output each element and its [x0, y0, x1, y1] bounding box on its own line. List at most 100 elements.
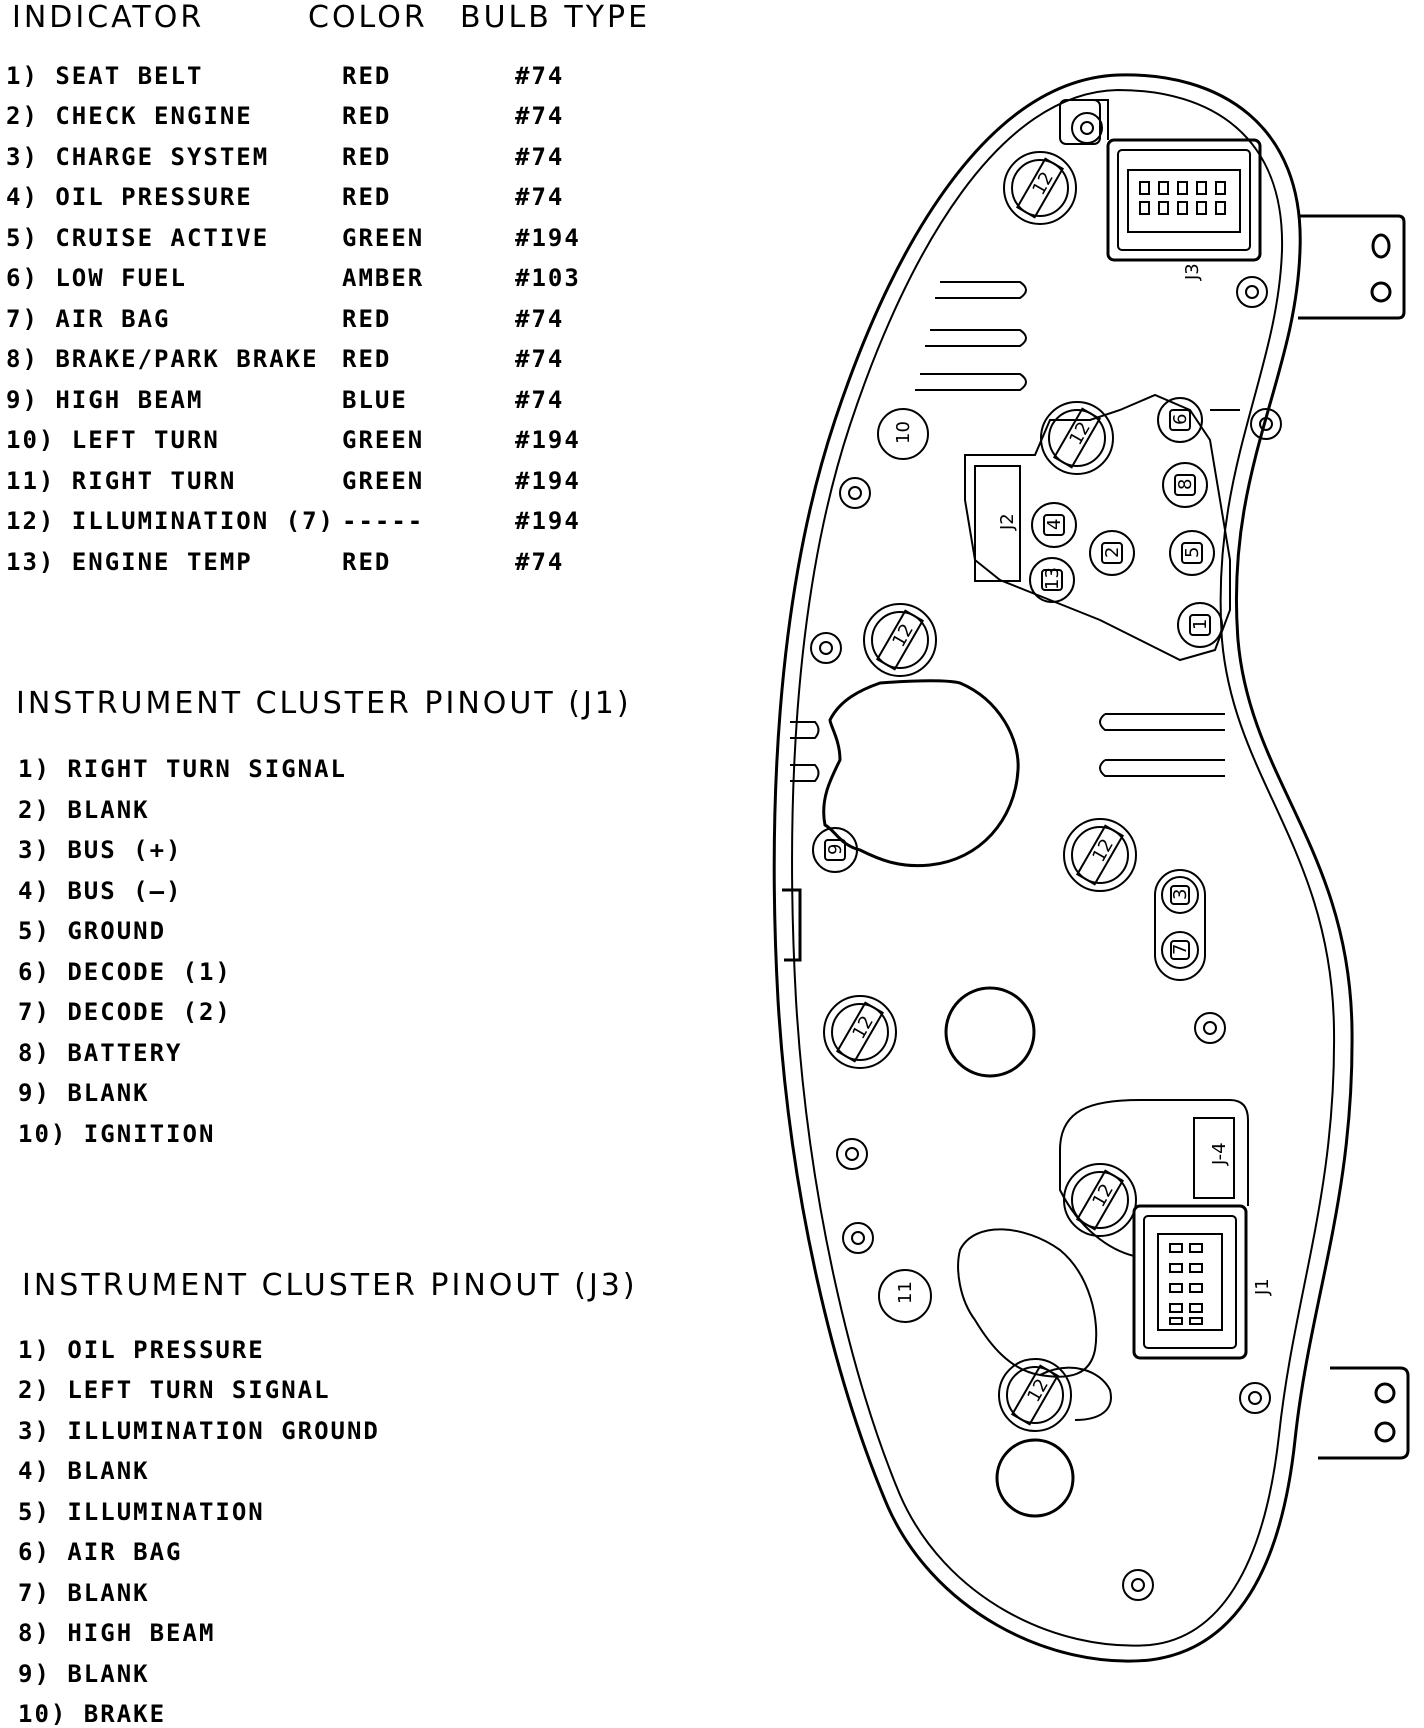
indicator-cell: 8) BRAKE/PARK BRAKE	[6, 345, 319, 373]
connector-j4	[1193, 1117, 1235, 1199]
list-item: 8) BATTERY	[18, 1039, 183, 1067]
list-item: 9) BLANK	[18, 1660, 150, 1688]
bulb-cell: #74	[515, 305, 565, 333]
socket-number: 8	[1175, 479, 1196, 490]
bulb-socket-icon	[823, 995, 897, 1069]
label-j3: J3	[1182, 263, 1203, 281]
list-item: 7) BLANK	[18, 1579, 150, 1607]
numbered-sockets	[812, 397, 1223, 1323]
connector-j1	[1132, 1204, 1248, 1360]
socket-number: 5	[1182, 547, 1203, 558]
tab-hole-icon	[1374, 1421, 1396, 1443]
socket-3-7	[1154, 869, 1206, 981]
indicator-cell: 5) CRUISE ACTIVE	[6, 224, 270, 252]
list-item: 4) BUS (—)	[18, 877, 183, 905]
socket-number: 7	[1170, 944, 1191, 955]
screw-holes	[810, 112, 1282, 1601]
board-inner-outline	[791, 88, 1336, 1647]
socket-number: 4	[1044, 519, 1065, 530]
socket-8	[1162, 462, 1208, 508]
socket-1	[1177, 602, 1223, 648]
list-item: 10) IGNITION	[18, 1120, 216, 1148]
bulb-label: 12	[848, 1012, 878, 1042]
bulb-cell: #194	[515, 467, 581, 495]
connector-j2	[974, 465, 1021, 582]
color-cell: BLUE	[342, 386, 408, 414]
bulb-label: 12	[888, 620, 918, 650]
color-cell: GREEN	[342, 224, 425, 252]
socket-10	[877, 408, 929, 460]
indicator-cell: 3) CHARGE SYSTEM	[6, 143, 270, 171]
screw-hole-icon	[839, 477, 871, 509]
socket-11	[878, 1269, 932, 1323]
socket-number: 2	[1102, 547, 1123, 558]
list-item: 5) ILLUMINATION	[18, 1498, 265, 1526]
bulb-label: 12	[1088, 1180, 1118, 1210]
bulb-label: 12	[1028, 168, 1058, 198]
list-item: 6) DECODE (1)	[18, 958, 232, 986]
label-j2: J2	[997, 513, 1018, 531]
connector-j3	[1106, 138, 1262, 262]
list-item: 1) OIL PRESSURE	[18, 1336, 265, 1364]
tab-hole-icon	[1370, 281, 1392, 303]
label-j4: J-4	[1209, 1142, 1230, 1166]
side-notch	[782, 888, 802, 962]
socket-number: 13	[1042, 567, 1063, 590]
indicator-cell: 10) LEFT TURN	[6, 426, 220, 454]
label-j1: J1	[1252, 1278, 1273, 1296]
mount-tab-bottom	[1318, 1366, 1410, 1460]
color-cell: GREEN	[342, 426, 425, 454]
pinout-j1-title: INSTRUMENT CLUSTER PINOUT (J1)	[16, 686, 632, 721]
j2-region	[964, 393, 1231, 662]
socket-13	[1029, 557, 1075, 603]
bulb-socket-icon	[863, 603, 937, 677]
list-item: 8) HIGH BEAM	[18, 1619, 216, 1647]
indicator-cell: 13) ENGINE TEMP	[6, 548, 253, 576]
bulb-cell: #74	[515, 183, 565, 211]
bulb-cell: #74	[515, 102, 565, 130]
tab-hole-icon	[1374, 1382, 1396, 1404]
bulb-label: 12	[1088, 835, 1118, 865]
list-item: 6) AIR BAG	[18, 1538, 183, 1566]
color-cell: RED	[342, 548, 392, 576]
list-item: 1) RIGHT TURN SIGNAL	[18, 755, 347, 783]
socket-number: 3	[1170, 889, 1191, 900]
list-item: 2) LEFT TURN SIGNAL	[18, 1376, 331, 1404]
mount-tab-top	[1298, 214, 1406, 320]
color-cell: RED	[342, 62, 392, 90]
indicator-cell: 2) CHECK ENGINE	[6, 102, 253, 130]
list-item: 3) BUS (+)	[18, 836, 183, 864]
screw-hole-icon	[836, 1138, 868, 1170]
screw-hole-icon	[1194, 1012, 1226, 1044]
screw-hole-icon	[810, 632, 842, 664]
color-cell: RED	[342, 305, 392, 333]
screw-hole-icon	[1071, 112, 1103, 144]
list-item: 4) BLANK	[18, 1457, 150, 1485]
bulb-cell: #194	[515, 426, 581, 454]
bulb-cell: #74	[515, 345, 565, 373]
bulb-socket-icon	[1063, 818, 1137, 892]
screw-hole-icon	[842, 1222, 874, 1254]
indicator-cell: 12) ILLUMINATION (7)	[6, 507, 335, 535]
bulb-label: 12	[1023, 1375, 1053, 1405]
bulb-socket-icon	[998, 1358, 1072, 1432]
header-bulb-type: BULB TYPE	[460, 0, 651, 35]
color-cell: RED	[342, 183, 392, 211]
socket-number: 1	[1190, 619, 1211, 630]
indicator-cell: 4) OIL PRESSURE	[6, 183, 253, 211]
header-indicator: INDICATOR	[12, 0, 205, 35]
gauge-opening-small	[944, 986, 1036, 1078]
bulb-cell: #74	[515, 386, 565, 414]
socket-number: 10	[893, 421, 914, 444]
bulb-socket-icon	[1040, 401, 1114, 475]
color-cell: AMBER	[342, 264, 425, 292]
indicator-cell: 9) HIGH BEAM	[6, 386, 204, 414]
color-cell: RED	[342, 143, 392, 171]
gauge-opening	[822, 679, 1020, 868]
screw-hole-icon	[1122, 1569, 1154, 1601]
color-cell: -----	[342, 507, 425, 535]
tab-hole-icon	[1371, 233, 1391, 259]
list-item: 3) ILLUMINATION GROUND	[18, 1417, 380, 1445]
bulb-cell: #103	[515, 264, 581, 292]
socket-number: 9	[825, 844, 846, 855]
